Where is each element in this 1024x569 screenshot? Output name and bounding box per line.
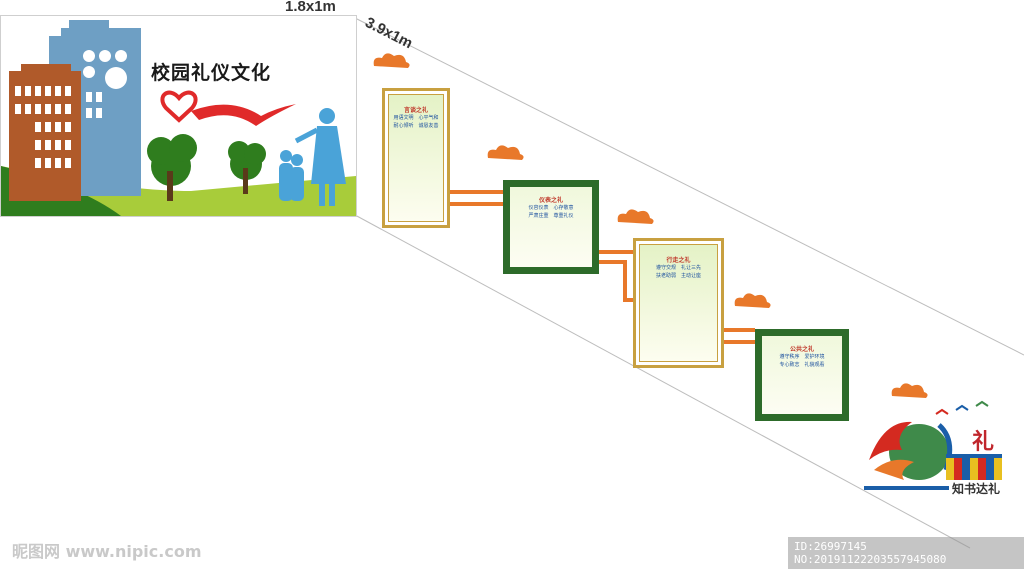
poster-panel-1: 言谈之礼 用语文明 心平气和 耐心倾听 诚恳友善 bbox=[382, 88, 450, 228]
panel-1-title: 言谈之礼 bbox=[403, 107, 428, 114]
panel-1-line-1: 用语文明 心平气和 bbox=[393, 115, 439, 121]
left-panel-title: 校园礼仪文化 bbox=[151, 62, 272, 84]
panel-4-line-2: 专心致志 礼貌观看 bbox=[779, 362, 825, 368]
cloud-icon bbox=[373, 53, 410, 68]
watermark-left: 昵图网 www.nipic.com bbox=[12, 542, 202, 561]
panel-1-line-2: 耐心倾听 诚恳友善 bbox=[393, 123, 439, 129]
campus-illustration bbox=[1, 20, 356, 216]
etiquette-logo: 礼 知书达礼 bbox=[864, 400, 1024, 500]
cloud-icon bbox=[891, 383, 928, 398]
panel-3-title: 行走之礼 bbox=[666, 257, 691, 264]
panel-2-line-1: 仪容仪表 心存敬意 bbox=[528, 205, 574, 211]
cloud-icon bbox=[617, 209, 654, 224]
poster-panel-4: 公共之礼 遵守秩序 爱护环境 专心致志 礼貌观看 bbox=[755, 329, 849, 421]
cloud-icon bbox=[734, 293, 771, 308]
color-bars bbox=[946, 454, 1002, 480]
panel-2-title: 仪表之礼 bbox=[538, 197, 563, 204]
poster-panel-2: 仪表之礼 仪容仪表 心存敬意 严肃庄重 尊重礼仪 bbox=[503, 180, 599, 274]
dimension-left-panel: 1.8x1m bbox=[285, 0, 336, 15]
logo-character: 礼 bbox=[972, 430, 995, 455]
panel-3-line-1: 遵守交规 礼让三先 bbox=[655, 265, 701, 271]
cloud-icon bbox=[487, 145, 524, 160]
logo-text: 知书达礼 bbox=[952, 482, 1001, 496]
poster-panel-3: 行走之礼 遵守交规 礼让三先 扶老助弱 主动让座 bbox=[633, 238, 724, 368]
watermark-right: ID:26997145 NO:20191122203557945080 bbox=[788, 537, 1024, 569]
panel-4-line-1: 遵守秩序 爱护环境 bbox=[779, 354, 825, 360]
panel-4-title: 公共之礼 bbox=[789, 346, 814, 353]
bird-icon bbox=[935, 400, 989, 415]
left-panel: 校园礼仪文化 bbox=[0, 15, 357, 217]
panel-2-line-2: 严肃庄重 尊重礼仪 bbox=[528, 213, 574, 219]
panel-3-line-2: 扶老助弱 主动让座 bbox=[655, 273, 701, 279]
phoenix-icon bbox=[864, 421, 953, 490]
